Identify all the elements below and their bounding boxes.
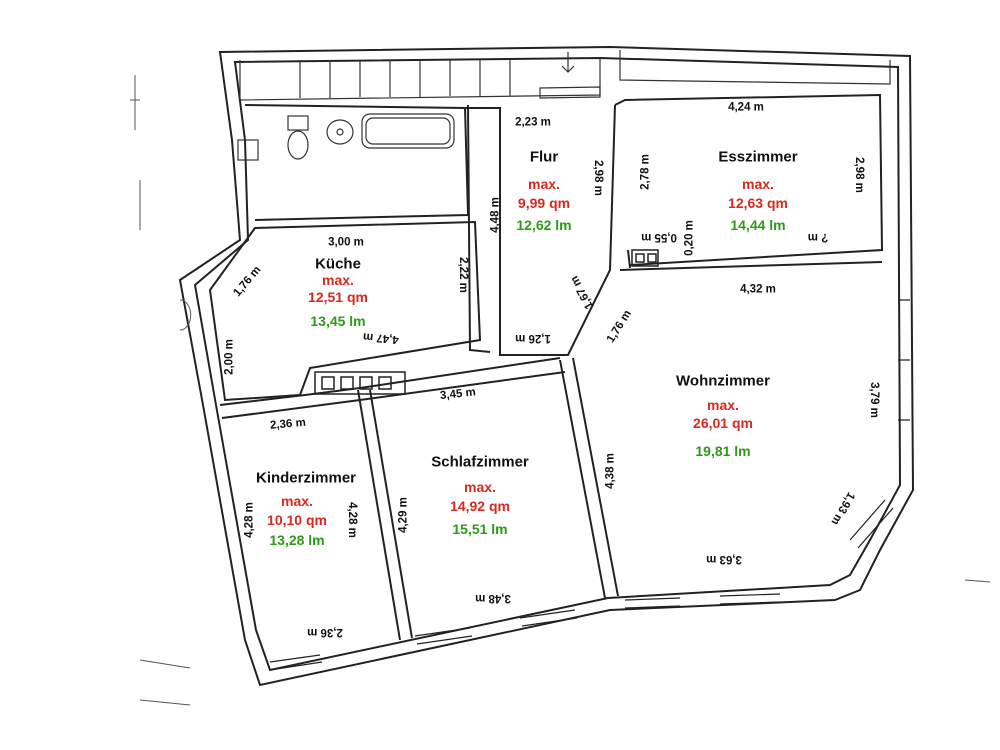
- dim-kueche-left: 2,00 m: [223, 339, 236, 375]
- dim-kinder-bottom: 2,36 m: [307, 625, 343, 638]
- dim-ess-top: 4,24 m: [728, 101, 764, 114]
- dim-ess-unknown: ? m: [807, 230, 829, 243]
- max-label-kueche: max.: [322, 272, 354, 288]
- room-name-schlafzimmer: Schlafzimmer: [431, 453, 529, 471]
- dim-ess-left: 2,78 m: [639, 154, 652, 190]
- outer-walls: [178, 45, 915, 687]
- dim-kinder-left: 4,28 m: [243, 502, 256, 538]
- dim-ess-right: 2,98 m: [852, 157, 865, 193]
- room-name-flur: Flur: [529, 148, 559, 166]
- dim-kinder-right: 4,28 m: [345, 502, 358, 538]
- dim-kueche-right: 2,22 m: [456, 257, 469, 293]
- dim-flur-bottom: 1,26 m: [515, 331, 551, 344]
- room-name-kinderzimmer: Kinderzimmer: [255, 469, 357, 487]
- max-label-kinderzimmer: max.: [281, 493, 313, 509]
- area-wohnzimmer: 26,01 qm: [693, 415, 753, 431]
- area-schlafzimmer: 14,92 qm: [450, 498, 510, 514]
- dim-kueche-top: 3,00 m: [328, 236, 364, 249]
- radiators: [314, 249, 659, 395]
- dim-wohn-bottom: 3,63 m: [706, 552, 742, 565]
- area-flur: 9,99 qm: [517, 195, 571, 211]
- max-label-wohnzimmer: max.: [707, 397, 739, 413]
- room-name-esszimmer: Esszimmer: [718, 148, 798, 166]
- dim-flur-right: 2,98 m: [591, 160, 604, 196]
- max-label-schlafzimmer: max.: [464, 479, 496, 495]
- lm-kinderzimmer: 13,28 lm: [269, 532, 325, 548]
- dim-wohn-right: 3,79 m: [867, 382, 880, 418]
- dim-ess-small1: 0,55 m: [641, 230, 677, 243]
- area-kinderzimmer: 10,10 qm: [267, 512, 327, 528]
- dim-wohn-top: 4,32 m: [740, 283, 776, 296]
- dim-ess-small2: 0,20 m: [683, 220, 696, 256]
- windows: [269, 299, 910, 671]
- dim-flur-left: 4,48 m: [489, 197, 502, 233]
- bathroom-fixtures: [237, 113, 455, 161]
- lm-flur: 12,62 lm: [516, 217, 572, 233]
- sketch-marks: [130, 75, 991, 706]
- lm-wohnzimmer: 19,81 lm: [695, 443, 751, 459]
- dim-schlaf-left: 4,29 m: [397, 497, 410, 533]
- max-label-flur: max.: [528, 176, 560, 192]
- lm-schlafzimmer: 15,51 lm: [452, 521, 508, 537]
- room-name-kueche: Küche: [315, 255, 361, 273]
- area-kueche: 12,51 qm: [308, 289, 368, 305]
- lm-kueche: 13,45 lm: [310, 313, 366, 329]
- lm-esszimmer: 14,44 lm: [730, 217, 786, 233]
- area-esszimmer: 12,63 qm: [728, 195, 788, 211]
- dim-kueche-bottom: 4,47 m: [362, 330, 400, 346]
- dim-flur-top: 2,23 m: [515, 116, 551, 129]
- staircase: [239, 50, 891, 101]
- dim-wohn-left: 4,38 m: [604, 453, 617, 489]
- max-label-esszimmer: max.: [742, 176, 774, 192]
- room-name-wohnzimmer: Wohnzimmer: [676, 372, 770, 390]
- interior-walls: [208, 93, 884, 641]
- dim-schlaf-bottom: 3,48 m: [475, 591, 511, 604]
